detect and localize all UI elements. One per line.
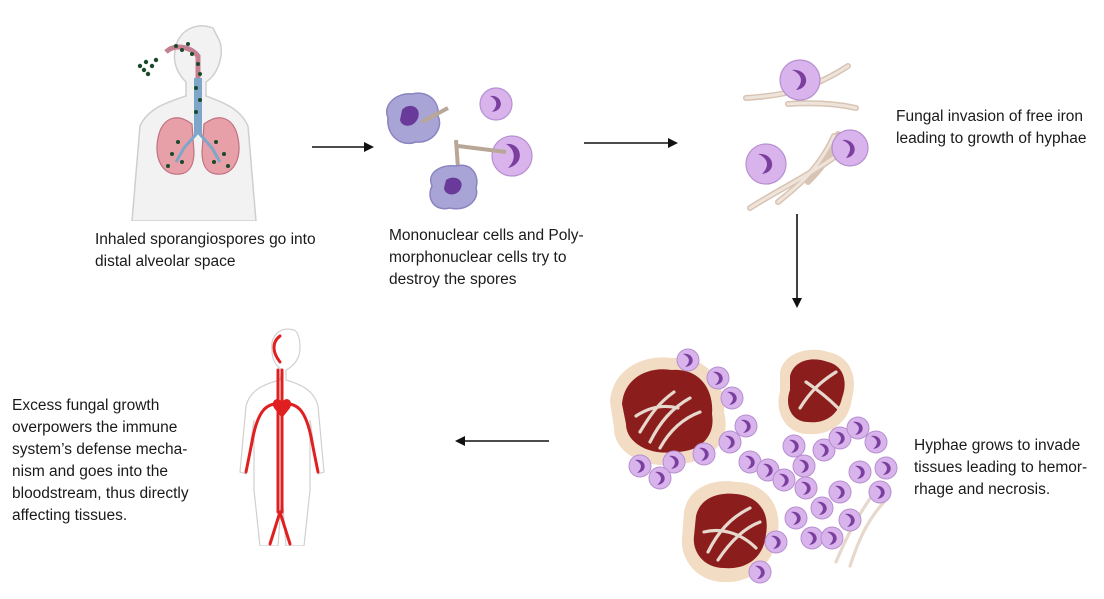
lungs-illustration — [118, 16, 268, 221]
arrow-down — [790, 214, 804, 308]
caption-iron-invasion: Fungal invasion of free iron leading to … — [896, 106, 1086, 150]
caption-tissue-invasion: Hyphae grows to invade tissues leading t… — [914, 435, 1087, 501]
bloodstream-illustration — [232, 322, 332, 546]
immune-cells-illustration — [378, 80, 543, 215]
caption-dissemination: Excess fungal growth overpowers the immu… — [12, 395, 189, 527]
arrow-left — [455, 434, 549, 448]
arrow-right-2 — [584, 136, 678, 150]
arrow-right-1 — [312, 140, 374, 154]
hyphae-illustration — [738, 52, 878, 212]
caption-inhalation: Inhaled sporangiospores go into distal a… — [95, 229, 316, 273]
tissue-invasion-illustration — [600, 342, 910, 594]
caption-immune-response: Mononuclear cells and Poly- morphonuclea… — [389, 225, 584, 291]
